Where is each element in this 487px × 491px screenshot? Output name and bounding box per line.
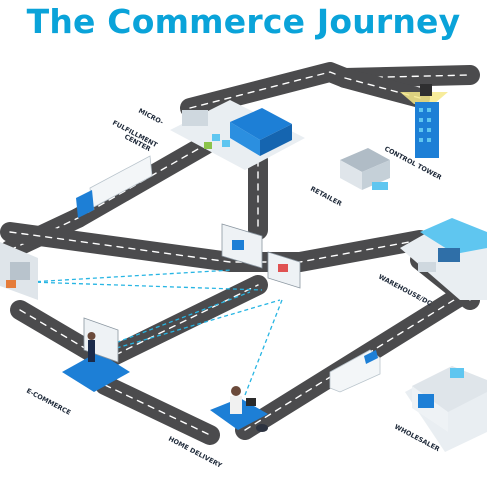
person-body <box>230 396 242 414</box>
plant-pot <box>256 424 268 432</box>
label-warehouse: WAREHOUSE/DC <box>377 273 433 308</box>
laptop <box>246 398 256 406</box>
mfc-box-1 <box>212 134 220 141</box>
warehouse-dc <box>400 218 487 300</box>
mfc-racks <box>182 110 208 126</box>
van-window <box>364 350 378 364</box>
phone-platform <box>62 352 130 392</box>
data-connectors <box>29 269 283 396</box>
road-ecom-delivery-lane-line <box>104 384 211 436</box>
connector-left-to-screens <box>29 269 233 283</box>
delivery-van <box>329 349 381 393</box>
road-middle-h-lane-line <box>9 231 421 263</box>
connector-ecom-to-screens <box>109 291 251 346</box>
connector-home-to-screens <box>244 299 283 396</box>
mfc-building-side <box>260 124 292 156</box>
left-store-goods <box>6 280 16 288</box>
road-center-left-lane-line <box>19 309 106 361</box>
road-center-down-lane-line <box>104 284 259 361</box>
retailer-roof <box>340 148 390 172</box>
retailer-building <box>340 148 390 190</box>
home-delivery-node <box>210 386 268 432</box>
tower-light-beam <box>400 92 448 104</box>
mfc-building-front <box>230 122 260 156</box>
person-head <box>231 386 241 396</box>
screen-2-chart <box>278 264 288 272</box>
app-screens <box>221 223 301 289</box>
wholesaler-building <box>405 366 487 452</box>
tower-top <box>420 84 432 96</box>
wholesaler-roof <box>412 366 487 412</box>
wholesaler-blue-block <box>418 394 434 408</box>
warehouse-shelf <box>418 262 436 272</box>
road-top-loop-lane-line <box>189 71 471 109</box>
screen-1-chart <box>232 240 244 250</box>
wholesaler-sign <box>450 368 464 378</box>
retailer-awning <box>372 182 388 190</box>
e-commerce-node <box>62 317 130 392</box>
semi-truck <box>76 155 153 218</box>
left-store <box>0 242 38 300</box>
page-title: The Commerce Journey <box>26 2 461 41</box>
connector-ecom-to-screens-2 <box>109 299 281 351</box>
connector-left-to-screens-2 <box>29 281 263 291</box>
retailer-front <box>340 160 362 190</box>
road-middle-h <box>0 222 430 272</box>
mfc-building-roof <box>230 108 292 140</box>
mfc-box-3 <box>204 142 212 149</box>
label-retailer: RETAILER <box>309 185 343 208</box>
micro-fulfillment-center <box>170 100 305 170</box>
mfc-box-2 <box>222 140 230 147</box>
label-micro-fulfillment-1: MICRO- <box>137 107 165 127</box>
left-store-shelves <box>10 262 30 280</box>
shopper-body <box>88 340 95 362</box>
warehouse-roof <box>420 218 487 254</box>
warehouse-machine <box>438 248 460 262</box>
truck-cab <box>76 190 94 218</box>
retailer-side <box>362 160 390 190</box>
control-tower <box>400 84 448 158</box>
tower-windows <box>419 108 431 142</box>
shopper-head <box>87 332 96 340</box>
label-ecommerce: E-COMMERCE <box>25 387 72 417</box>
